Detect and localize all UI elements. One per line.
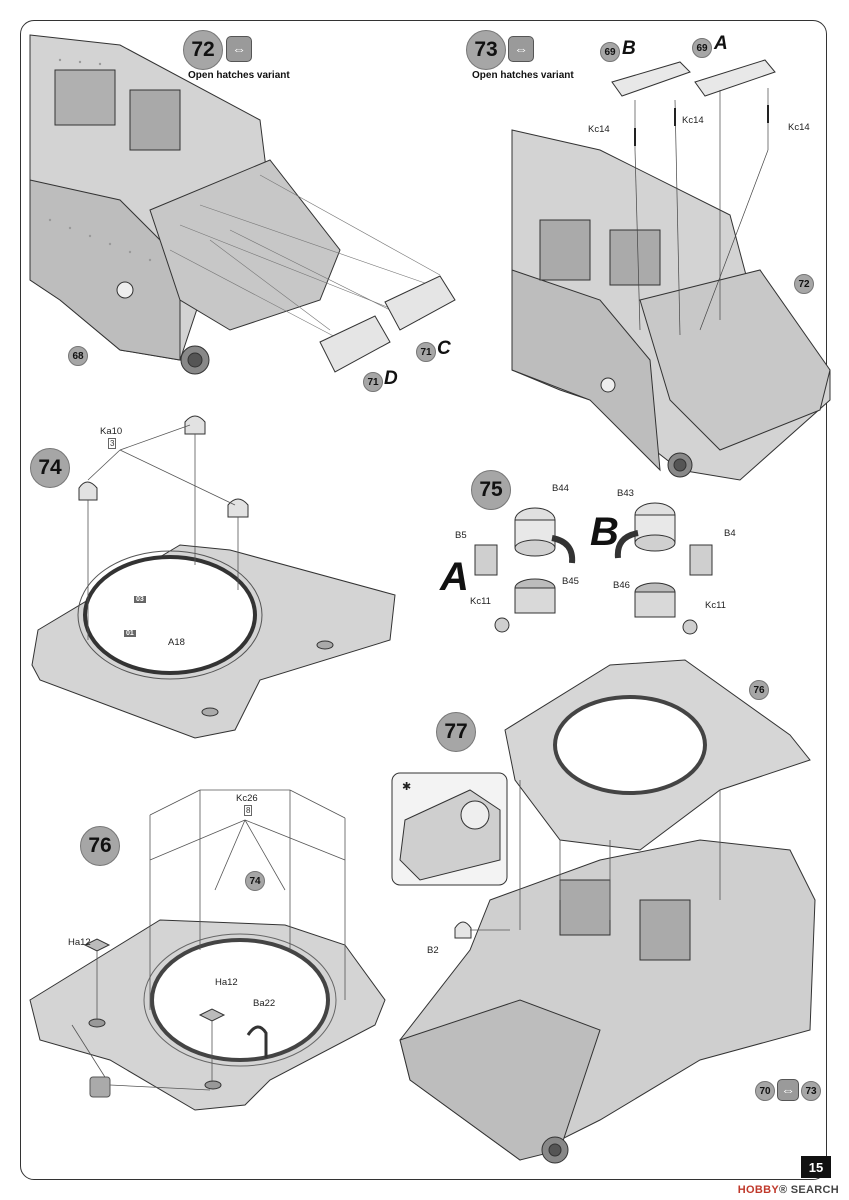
letter-d: D [384, 368, 398, 389]
ref-72: 72 [794, 274, 814, 294]
glue-icon [89, 1076, 111, 1098]
b44-label: B44 [552, 483, 569, 494]
watermark: HOBBY® SEARCH [738, 1184, 839, 1196]
page-frame [20, 20, 827, 1180]
swap-arrows-icon: ⇔ [508, 36, 534, 62]
ba22-label: Ba22 [253, 998, 276, 1009]
cement-icon: ✱ [402, 781, 411, 793]
b2-label: B2 [427, 945, 439, 956]
letter-b-large: B [590, 510, 619, 554]
ref-73: 73 [801, 1081, 821, 1101]
ref-71-c: 71 [416, 342, 436, 362]
watermark-suffix: SEARCH [790, 1184, 839, 1196]
watermark-reg: ® [778, 1184, 788, 1196]
swap-arrows-icon: ⇔ [226, 36, 252, 62]
letter-b: B [622, 38, 636, 59]
kc11-label-a: Kc11 [470, 596, 491, 607]
ha12-label-1: Ha12 [68, 937, 91, 948]
ref-69-a: 69 [692, 38, 712, 58]
ref-74: 74 [245, 871, 265, 891]
letter-a: A [714, 33, 728, 54]
step-77-number: 77 [436, 712, 476, 752]
kc26-label: Kc26 [236, 793, 258, 804]
ha12-label-2: Ha12 [215, 977, 238, 988]
ka10-quantity: 3 [108, 438, 117, 449]
decal-01: 01 [124, 630, 136, 637]
ref-69-b: 69 [600, 42, 620, 62]
kc11-label-b: Kc11 [705, 600, 726, 611]
step-76-number: 76 [80, 826, 120, 866]
ref-76: 76 [749, 680, 769, 700]
ref-70: 70 [755, 1081, 775, 1101]
decal-03: 03 [134, 596, 146, 603]
b45-label: B45 [562, 576, 579, 587]
step-73-number: 73 [466, 30, 506, 70]
b43-label: B43 [617, 488, 634, 499]
swap-arrows-icon: ⇔ [777, 1079, 799, 1101]
ref-71-d: 71 [363, 372, 383, 392]
step-72-number: 72 [183, 30, 223, 70]
b46-label: B46 [613, 580, 630, 591]
page-number: 15 [801, 1156, 831, 1178]
a18-label: A18 [168, 637, 185, 648]
ref-68: 68 [68, 346, 88, 366]
kc14-label-3: Kc14 [788, 122, 810, 133]
ka10-label: Ka10 [100, 426, 123, 437]
letter-c: C [437, 338, 451, 359]
kc26-quantity: 8 [244, 805, 253, 816]
kc14-label-1: Kc14 [588, 124, 610, 135]
watermark-brand: HOBBY [737, 1184, 779, 1196]
kc14-label-2: Kc14 [682, 115, 704, 126]
letter-a-large: A [440, 555, 469, 599]
step-72-caption: Open hatches variant [188, 70, 290, 81]
b5-label: B5 [455, 530, 467, 541]
b4-label: B4 [724, 528, 736, 539]
step-75-number: 75 [471, 470, 511, 510]
step-74-number: 74 [30, 448, 70, 488]
step-73-caption: Open hatches variant [472, 70, 574, 81]
